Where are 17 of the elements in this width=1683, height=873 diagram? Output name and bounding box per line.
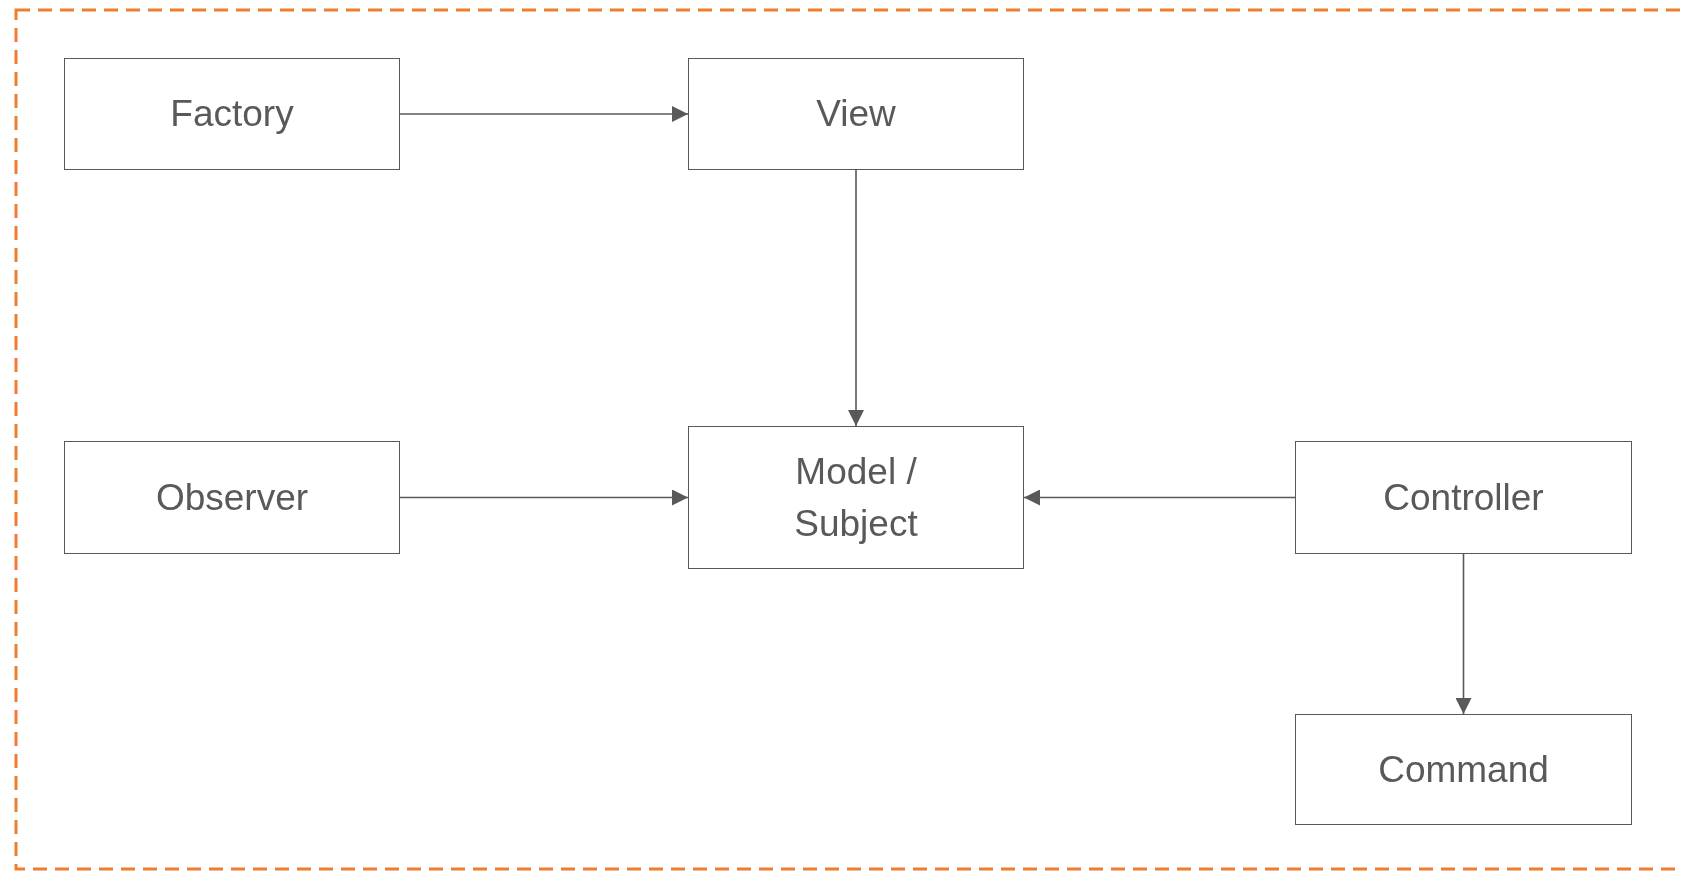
class-box [1295,714,1632,825]
arrow [1455,553,1472,715]
box-label: Observer [155,475,309,520]
arrow [848,169,864,427]
box-label: Model / Subject [793,449,919,546]
arrow [399,489,689,506]
class-box [64,441,400,554]
box-label: Command [1378,747,1549,792]
box-label: View [816,92,896,137]
arrow [399,106,689,122]
box-label: Controller [1383,475,1544,520]
box-label: Factory [170,92,294,137]
class-box [1295,441,1632,554]
arrow [1023,489,1296,506]
class-box [688,58,1024,170]
class-box [64,58,400,170]
class-box [688,426,1024,569]
